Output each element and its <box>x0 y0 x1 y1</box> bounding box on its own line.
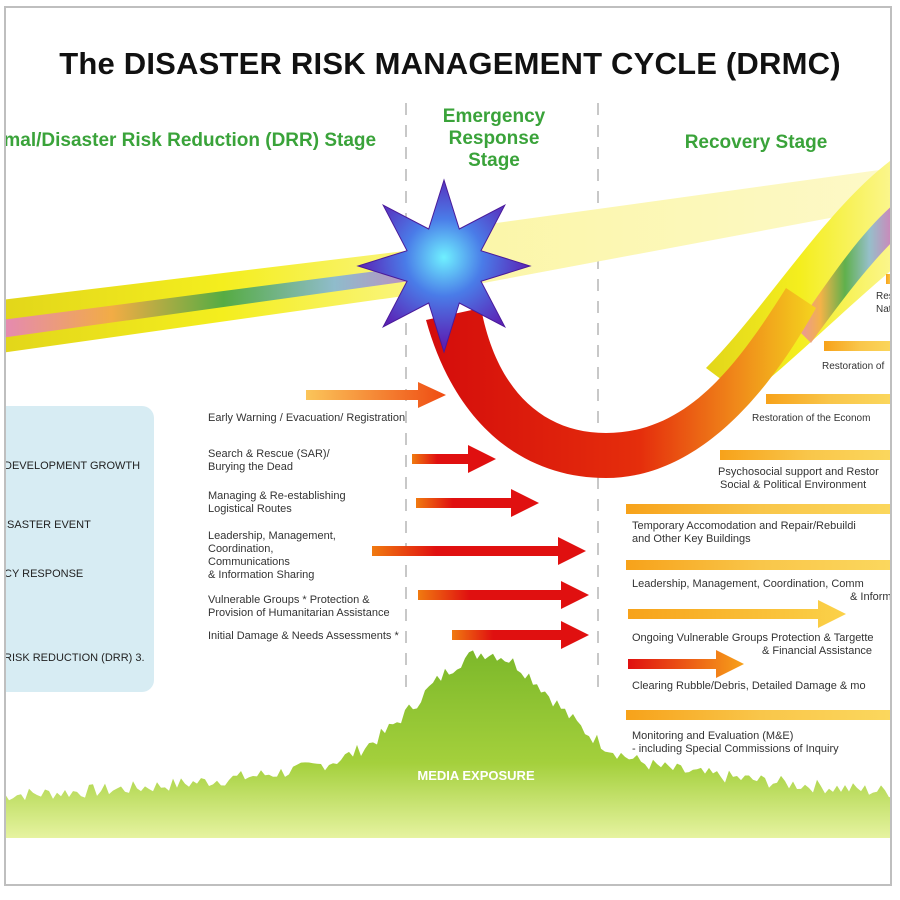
label-line: & Inform <box>850 591 892 603</box>
arrow-logistics <box>416 489 539 517</box>
recovery-label: Restoration of the Econom <box>752 412 870 425</box>
arrow-leadership <box>372 537 586 565</box>
media-exposure-area <box>6 650 890 838</box>
label-line: & Information Sharing <box>208 569 315 581</box>
recovery-rising-band <box>706 161 890 398</box>
bar-psychosocial <box>720 450 890 460</box>
label-line: Leadership, Management, <box>208 530 336 542</box>
label-line: Provision of Humanitarian Assistance <box>208 607 390 619</box>
legend-item: CY RESPONSE <box>4 568 84 580</box>
emergency-label: Search & Rescue (SAR)/ Burying the Dead <box>208 448 330 474</box>
emergency-arrows <box>306 382 589 649</box>
label-line: Communications <box>208 556 290 568</box>
label-line: Natu <box>876 304 892 315</box>
recovery-label: Resto Natu <box>876 290 892 316</box>
stage-label-emergency-line: Emergency <box>442 106 546 127</box>
label-line: Logistical Routes <box>208 503 292 515</box>
development-growth-rainbow <box>6 262 446 338</box>
bar-restoration-economy <box>766 394 890 404</box>
bar-restoration-natural <box>886 274 890 284</box>
arrow-damage-assessments <box>452 621 589 649</box>
recovery-bars <box>626 274 890 720</box>
bar-temporary-accommodation <box>626 504 890 514</box>
recovery-label: Restoration of <box>822 360 884 373</box>
label-line: Vulnerable Groups * Protection & <box>208 594 370 606</box>
emergency-label: Vulnerable Groups * Protection & Provisi… <box>208 594 390 620</box>
recovery-label: Monitoring and Evaluation (M&E) - includ… <box>632 730 839 756</box>
label-line: Burying the Dead <box>208 461 293 473</box>
recovery-label: Psychosocial support and Restor Social &… <box>718 466 879 492</box>
label-line: Temporary Accomodation and Repair/Rebuil… <box>632 520 856 532</box>
bar-leadership-recovery <box>626 560 890 570</box>
emergency-label: Early Warning / Evacuation/ Registration <box>208 412 405 425</box>
label-line: Managing & Re-establishing <box>208 490 346 502</box>
emergency-label: Initial Damage & Needs Assessments * <box>208 630 399 643</box>
page-title: The DISASTER RISK MANAGEMENT CYCLE (DRMC… <box>59 46 841 81</box>
label-line: & Financial Assistance <box>762 645 873 657</box>
legend-item: RISK REDUCTION (DRR) 3. <box>4 652 145 664</box>
stage-label-recovery: Recovery Stage <box>684 132 828 153</box>
bar-restoration-of <box>824 341 890 351</box>
recovery-label: Ongoing Vulnerable Groups Protection & T… <box>632 632 874 658</box>
emergency-label: Leadership, Management, Coordination, Co… <box>208 530 336 582</box>
label-line: Coordination, <box>208 543 274 555</box>
diagram-frame: The DISASTER RISK MANAGEMENT CYCLE (DRMC… <box>4 6 892 886</box>
stage-label-drr: rmal/Disaster Risk Reduction (DRR) Stage <box>4 130 377 151</box>
label-line: Psychosocial support and Restor <box>718 466 879 478</box>
recovery-label: Clearing Rubble/Debris, Detailed Damage … <box>632 680 866 693</box>
label-line: Clearing Rubble/Debris, Detailed Damage … <box>632 680 866 692</box>
arrow-ongoing-recovery <box>628 600 846 628</box>
drmc-diagram <box>6 103 890 838</box>
legend-item: DEVELOPMENT GROWTH <box>4 460 141 472</box>
media-exposure-label: MEDIA EXPOSURE <box>417 768 535 783</box>
label-line: Leadership, Management, Coordination, Co… <box>632 578 864 590</box>
bar-monitoring <box>626 710 890 720</box>
stage-label-emergency-line: Response <box>448 128 540 149</box>
label-line: - including Special Commissions of Inqui… <box>632 743 839 755</box>
label-line: Ongoing Vulnerable Groups Protection & T… <box>632 632 874 644</box>
label-line: Resto <box>876 291 890 302</box>
label-line: and Other Key Buildings <box>632 533 751 545</box>
label-line: Initial Damage & Needs Assessments * <box>208 630 399 642</box>
stage-label-emergency: Emergency Response Stage <box>414 106 574 172</box>
arrow-early-warning <box>306 382 446 408</box>
label-line: Search & Rescue (SAR)/ <box>208 448 330 460</box>
label-line: Social & Political Environment <box>720 479 867 491</box>
legend-box <box>6 406 154 692</box>
arrow-clearing-rubble <box>628 650 744 678</box>
arrow-vulnerable-groups <box>418 581 589 609</box>
recovery-label: Temporary Accomodation and Repair/Rebuil… <box>632 520 856 546</box>
legend-item: ISASTER EVENT <box>4 519 91 531</box>
label-line: Early Warning / Evacuation/ Registration <box>208 412 406 424</box>
projected-growth-band <box>446 168 890 290</box>
disaster-event-star <box>356 178 532 354</box>
recovery-rainbow <box>796 207 890 343</box>
label-line: Restoration of <box>822 361 885 372</box>
disaster-impact-curve <box>426 288 816 478</box>
label-line: Restoration of the Econom <box>752 413 871 424</box>
label-line: Monitoring and Evaluation (M&E) <box>632 730 794 742</box>
recovery-label: Leadership, Management, Coordination, Co… <box>632 578 892 604</box>
stage-label-emergency-line: Stage <box>468 150 520 171</box>
emergency-label: Managing & Re-establishing Logistical Ro… <box>208 490 346 516</box>
arrow-search-rescue <box>412 445 496 473</box>
